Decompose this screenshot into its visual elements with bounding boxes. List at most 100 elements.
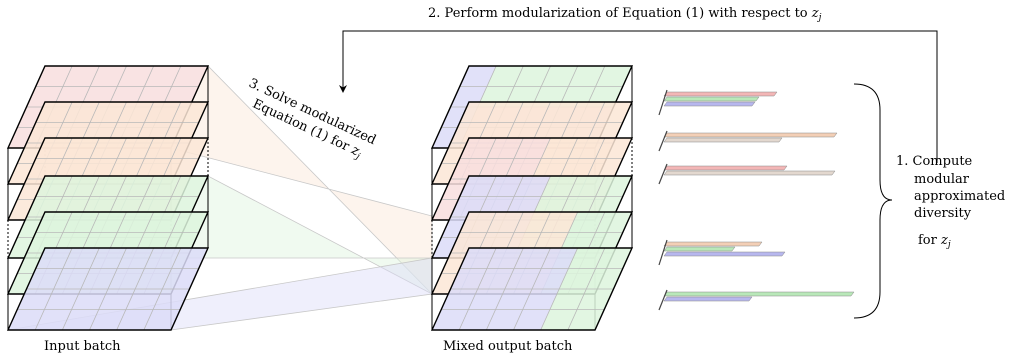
layer-cell [35, 66, 73, 87]
layer-cell [108, 158, 145, 179]
diversity-bar [663, 241, 763, 247]
layer-cell [568, 176, 605, 197]
layer-cell [486, 176, 524, 197]
input-layer-6 [6, 247, 210, 331]
layer-cell [62, 138, 100, 159]
layer-cell [486, 102, 524, 123]
layer-cell [595, 138, 632, 159]
layer-cell [586, 268, 623, 289]
layer-cell [513, 309, 550, 330]
layer-cell [586, 158, 623, 179]
layer-cell [80, 158, 118, 179]
layer-cell [568, 248, 605, 269]
bar-axis [658, 130, 668, 152]
mixed-output-batch-stack [430, 65, 634, 331]
layer-cell [143, 309, 181, 330]
compute-line-4: diversity [914, 206, 972, 221]
layer-cell [549, 289, 587, 310]
layer-cell [541, 176, 578, 197]
layer-cell [144, 66, 181, 87]
layer-cell [514, 102, 551, 123]
layer-cell [17, 289, 54, 310]
layer-cell [171, 176, 208, 197]
layer-cell [504, 158, 542, 179]
layer-cell [162, 158, 199, 179]
layer-cell [559, 268, 596, 289]
layer-cell [441, 289, 478, 310]
layer-cell [90, 248, 127, 269]
modularization-step-label: 2. Perform modularization of Equation (1… [428, 6, 822, 23]
layer-cell [53, 268, 91, 289]
layer-cell [459, 102, 497, 123]
layer-cell [35, 102, 73, 123]
output-layer-6 [430, 247, 634, 331]
layer-cell [90, 176, 127, 197]
layer-cell [44, 289, 81, 310]
bar-group-5 [658, 289, 855, 311]
bar-group-1 [658, 89, 778, 116]
layer-cell [171, 102, 208, 123]
layer-cell [468, 289, 505, 310]
layer-cell [514, 248, 551, 269]
layer-cell [171, 138, 208, 159]
layer-cell [171, 248, 208, 269]
layer-cell [595, 176, 632, 197]
layer-cell [117, 138, 154, 159]
layer-cell [514, 176, 551, 197]
layer-cell [89, 309, 126, 330]
layer-cell [62, 212, 100, 233]
bar-axis [658, 89, 668, 116]
layer-cell [595, 102, 632, 123]
layer-cell [71, 289, 108, 310]
layer-cell [98, 289, 136, 310]
bar-group-2 [658, 130, 838, 152]
layer-cell [62, 248, 100, 269]
compute-line-1: 1. Compute [896, 154, 973, 169]
modularization-arrow [339, 30, 938, 163]
layer-cell [486, 248, 524, 269]
curly-brace [853, 83, 893, 319]
input-batch-stack [6, 65, 210, 331]
layer-cell [171, 66, 208, 87]
layer-cell [8, 309, 45, 330]
layer-cell [62, 66, 100, 87]
layer-cell [450, 268, 487, 289]
layer-cell [514, 212, 551, 233]
diversity-bar [663, 246, 736, 252]
layer-cell [568, 138, 605, 159]
diversity-bar [663, 251, 786, 257]
layer-cell [477, 158, 515, 179]
layer-cell [62, 102, 100, 123]
layer-cell [459, 212, 497, 233]
layer-cell [459, 309, 496, 330]
layer-cell [117, 212, 154, 233]
layer-cell [514, 138, 551, 159]
layer-cell [459, 66, 497, 87]
layer-cell [35, 138, 73, 159]
layer-cell [514, 66, 551, 87]
layer-cell [477, 268, 515, 289]
layer-cell [144, 212, 181, 233]
layer-cell [116, 309, 154, 330]
diversity-bar [663, 132, 838, 138]
bar-axis [658, 289, 668, 311]
layer-cell [522, 289, 560, 310]
diversity-bar [663, 165, 788, 171]
layer-cell [117, 66, 154, 87]
layer-cell [90, 102, 127, 123]
layer-cell [90, 66, 127, 87]
layer-cell [53, 158, 91, 179]
diversity-bar [663, 296, 753, 302]
layer-cell [26, 158, 63, 179]
layer-cell [486, 66, 524, 87]
layer-cell [568, 66, 605, 87]
input-batch-label: Input batch [44, 339, 121, 354]
layer-cell [541, 248, 578, 269]
diversity-bar [663, 96, 760, 102]
layer-cell [486, 212, 524, 233]
diversity-bar [663, 101, 756, 107]
layer-cell [559, 158, 596, 179]
layer-cell [62, 309, 99, 330]
layer-cell [495, 289, 532, 310]
layer-cell [486, 309, 523, 330]
